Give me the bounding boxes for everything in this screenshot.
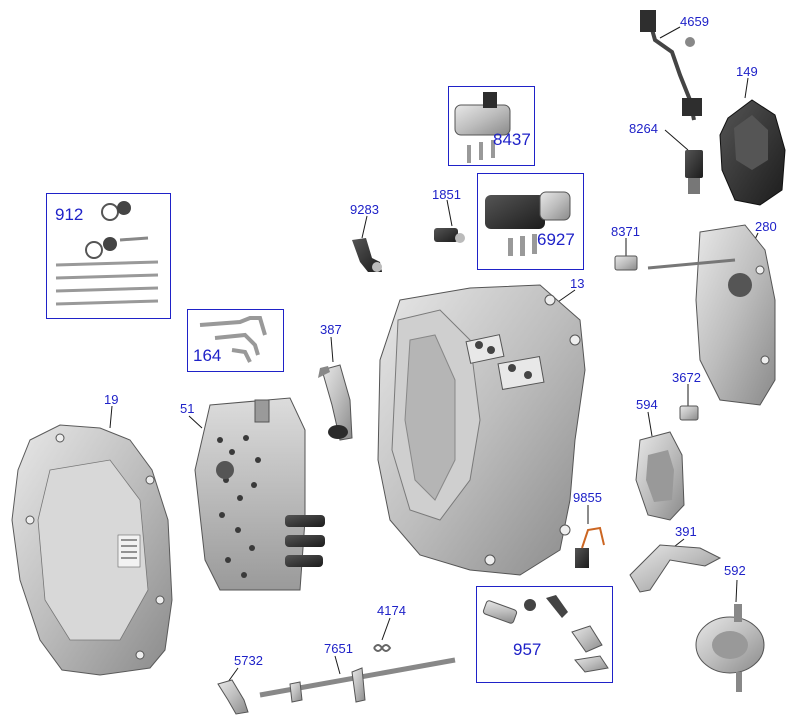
callout-4659[interactable]: 4659 [680, 14, 709, 29]
filter-pump-icon [695, 604, 765, 692]
wiring-harness-icon [640, 10, 702, 121]
callout-8371[interactable]: 8371 [611, 224, 640, 239]
callout-6927[interactable]: 6927 [537, 230, 575, 249]
callout-9855[interactable]: 9855 [573, 490, 602, 505]
callout-9283[interactable]: 9283 [350, 202, 379, 217]
position-sensor-icon [685, 150, 703, 194]
callout-1851[interactable]: 1851 [432, 187, 461, 202]
callout-592[interactable]: 592 [724, 563, 746, 578]
leader-lines [109, 26, 759, 683]
park-pawl-kit-icon [482, 595, 609, 673]
transmission-case-icon [377, 284, 586, 576]
callout-391[interactable]: 391 [675, 524, 697, 539]
callout-7651[interactable]: 7651 [324, 641, 353, 656]
callout-912[interactable]: 912 [55, 205, 84, 224]
spring-icon [373, 644, 392, 652]
callout-594[interactable]: 594 [636, 397, 658, 412]
harness-connector-icon [575, 526, 605, 568]
callout-3672[interactable]: 3672 [672, 370, 701, 385]
rod-seal-kit-icon [55, 201, 159, 306]
detent-lever-icon [217, 679, 249, 715]
callout-4174[interactable]: 4174 [377, 603, 406, 618]
solenoid-kit-icon [454, 92, 511, 163]
end-cover-icon [647, 224, 776, 406]
callout-19[interactable]: 19 [104, 392, 119, 407]
callout-8437[interactable]: 8437 [493, 130, 531, 149]
callout-149[interactable]: 149 [736, 64, 758, 79]
park-lever-icon [318, 364, 353, 441]
callout-164[interactable]: 164 [193, 346, 222, 365]
pressure-switch-icon [614, 255, 638, 271]
kit-box-164 [187, 309, 284, 372]
solenoid-kit-icon [485, 191, 571, 256]
speed-sensor-icon [352, 238, 382, 272]
mount-bracket-icon [629, 544, 722, 593]
pressure-switch-icon [679, 405, 699, 421]
kit-box-6927 [477, 173, 584, 270]
kit-box-957 [476, 586, 613, 683]
callout-51[interactable]: 51 [180, 401, 195, 416]
cooler-tube-kit-icon [199, 316, 267, 363]
callout-280[interactable]: 280 [755, 219, 777, 234]
callout-957[interactable]: 957 [513, 640, 542, 659]
pump-housing-icon [635, 431, 685, 521]
callout-5732[interactable]: 5732 [234, 653, 263, 668]
kit-box-8437 [448, 86, 535, 166]
callout-13[interactable]: 13 [570, 276, 585, 291]
shift-shaft-icon [259, 657, 456, 703]
kit-box-912 [46, 193, 171, 319]
valve-body-icon [194, 397, 325, 591]
gear-selector-cover-icon [719, 99, 786, 206]
callout-8264[interactable]: 8264 [629, 121, 658, 136]
converter-housing-icon [11, 424, 173, 676]
speed-sensor-icon [434, 228, 465, 243]
callout-387[interactable]: 387 [320, 322, 342, 337]
